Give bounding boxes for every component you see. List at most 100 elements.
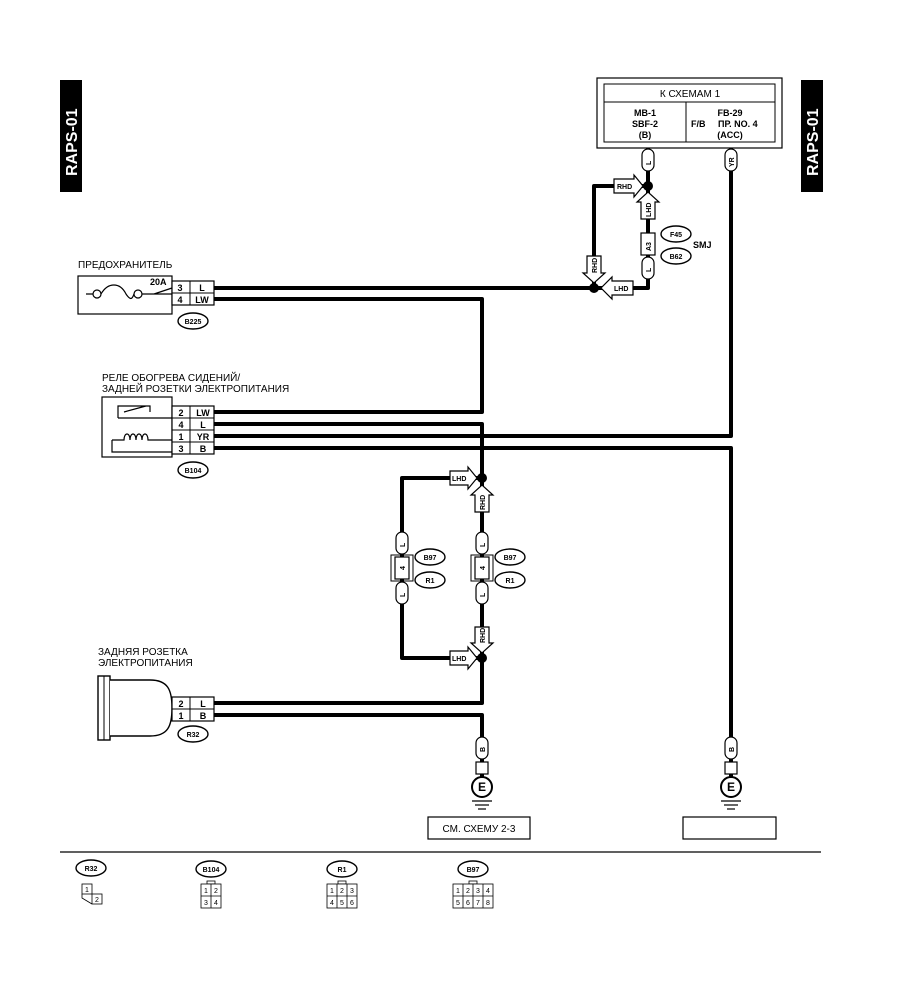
rhd-tag-top: RHD <box>613 173 644 199</box>
lhd-tag-vertical: LHD <box>635 191 661 220</box>
side-tab-right-label: RAPS-01 <box>805 108 822 176</box>
top-box-right-1: FB-29 <box>717 108 742 118</box>
svg-text:B97: B97 <box>504 555 517 562</box>
svg-text:B: B <box>480 747 487 752</box>
svg-text:LHD: LHD <box>452 656 466 663</box>
svg-text:2: 2 <box>178 408 183 418</box>
svg-text:YR: YR <box>197 432 210 442</box>
svg-text:1: 1 <box>330 888 334 895</box>
ref-box-left: СМ. СХЕМУ 2-3 <box>427 816 531 840</box>
fuse-component: ПРЕДОХРАНИТЕЛЬ 20A 3 L 4 LW B225 <box>77 260 215 330</box>
svg-text:B97: B97 <box>424 555 437 562</box>
legend-b97: B97 1 2 3 4 5 6 7 8 <box>452 860 494 909</box>
rhd-tag-b97-bottom: RHD <box>469 626 495 654</box>
lhd-tag-horizontal: LHD <box>600 275 634 301</box>
svg-text:4: 4 <box>400 566 407 570</box>
svg-text:7: 7 <box>476 900 480 907</box>
svg-text:R1: R1 <box>426 578 435 585</box>
side-tab-right: RAPS-01 <box>801 80 823 192</box>
wire-tag-L-top: L <box>641 148 655 172</box>
svg-text:LW: LW <box>196 408 210 418</box>
svg-text:L: L <box>400 542 407 547</box>
top-box-right-2: ПР. NO. 4 <box>718 119 758 129</box>
socket-title-2: ЭЛЕКТРОПИТАНИЯ <box>98 658 193 669</box>
smj-connector: A3 L F45 B62 SMJ <box>640 225 712 280</box>
svg-text:2: 2 <box>95 897 99 904</box>
socket-component: ЗАДНЯЯ РОЗЕТКА ЭЛЕКТРОПИТАНИЯ 2 L 1 B R3… <box>97 647 215 743</box>
svg-text:6: 6 <box>466 900 470 907</box>
top-box-left-3: (B) <box>639 130 652 140</box>
svg-text:1: 1 <box>456 888 460 895</box>
junction-dots <box>477 181 653 663</box>
svg-text:L: L <box>480 542 487 547</box>
svg-text:B: B <box>200 444 207 454</box>
relay-connector: B104 <box>185 468 202 475</box>
ref-box-right <box>682 816 777 840</box>
svg-text:L: L <box>646 267 653 272</box>
svg-text:L: L <box>646 160 653 165</box>
svg-text:2: 2 <box>340 888 344 895</box>
rhd-tag-b97-top: RHD <box>469 484 495 513</box>
svg-text:R32: R32 <box>85 866 98 873</box>
svg-text:1: 1 <box>178 432 183 442</box>
svg-text:B: B <box>729 747 736 752</box>
svg-text:RHD: RHD <box>592 258 599 273</box>
svg-text:3: 3 <box>350 888 354 895</box>
socket-title-1: ЗАДНЯЯ РОЗЕТКА <box>98 647 188 658</box>
legend-r1: R1 1 2 3 4 5 6 <box>326 860 358 909</box>
svg-text:2: 2 <box>466 888 470 895</box>
svg-text:4: 4 <box>178 420 183 430</box>
smj-label: SMJ <box>693 240 712 250</box>
svg-text:4: 4 <box>214 900 218 907</box>
svg-text:L: L <box>200 699 206 709</box>
svg-text:RHD: RHD <box>617 184 632 191</box>
top-box-left-2: SBF-2 <box>632 119 658 129</box>
svg-text:A3: A3 <box>646 242 653 251</box>
svg-text:B62: B62 <box>670 254 683 261</box>
svg-text:L: L <box>199 283 205 293</box>
b97-left-connector: L 4 L B97 R1 <box>390 531 446 605</box>
ref-box-left-text: СМ. СХЕМУ 2-3 <box>443 824 516 835</box>
svg-text:4: 4 <box>177 295 182 305</box>
svg-text:R1: R1 <box>338 867 347 874</box>
svg-text:R1: R1 <box>506 578 515 585</box>
rhd-tag-vertical: RHD <box>581 255 607 284</box>
svg-text:4: 4 <box>330 900 334 907</box>
fuse-connector: B225 <box>185 319 202 326</box>
svg-text:LHD: LHD <box>452 476 466 483</box>
b97-right-connector: L 4 L B97 R1 <box>470 531 526 605</box>
svg-text:LHD: LHD <box>614 286 628 293</box>
svg-text:B104: B104 <box>203 867 220 874</box>
top-box-title: К СХЕМАМ 1 <box>660 89 721 100</box>
svg-text:1: 1 <box>204 888 208 895</box>
svg-text:LW: LW <box>195 295 209 305</box>
svg-text:2: 2 <box>178 699 183 709</box>
relay-component: РЕЛЕ ОБОГРЕВА СИДЕНИЙ/ ЗАДНЕЙ РОЗЕТКИ ЭЛ… <box>101 371 289 479</box>
fuse-rating: 20A <box>150 277 167 287</box>
relay-title-1: РЕЛЕ ОБОГРЕВА СИДЕНИЙ/ <box>102 371 240 384</box>
svg-text:1: 1 <box>85 887 89 894</box>
side-tab-left: RAPS-01 <box>60 80 82 192</box>
relay-title-2: ЗАДНЕЙ РОЗЕТКИ ЭЛЕКТРОПИТАНИЯ <box>102 382 289 395</box>
ground-left: B E <box>471 736 493 810</box>
svg-text:B: B <box>200 711 207 721</box>
svg-text:5: 5 <box>340 900 344 907</box>
ground-right-symbol: E <box>727 780 735 794</box>
svg-text:2: 2 <box>214 888 218 895</box>
top-box-right-3: (ACC) <box>717 130 743 140</box>
side-tab-left-label: RAPS-01 <box>64 108 81 176</box>
svg-text:6: 6 <box>350 900 354 907</box>
top-connection-box: К СХЕМАМ 1 MB-1 SBF-2 (B) FB-29 F/B ПР. … <box>596 77 783 149</box>
svg-text:4: 4 <box>486 888 490 895</box>
top-box-left-1: MB-1 <box>634 108 656 118</box>
svg-text:L: L <box>480 592 487 597</box>
svg-text:5: 5 <box>456 900 460 907</box>
svg-text:LHD: LHD <box>646 203 653 217</box>
svg-text:L: L <box>400 592 407 597</box>
lhd-tag-b97-bottom: LHD <box>449 645 478 671</box>
svg-text:4: 4 <box>480 566 487 570</box>
svg-text:3: 3 <box>476 888 480 895</box>
svg-text:B97: B97 <box>467 867 480 874</box>
svg-text:1: 1 <box>178 711 183 721</box>
